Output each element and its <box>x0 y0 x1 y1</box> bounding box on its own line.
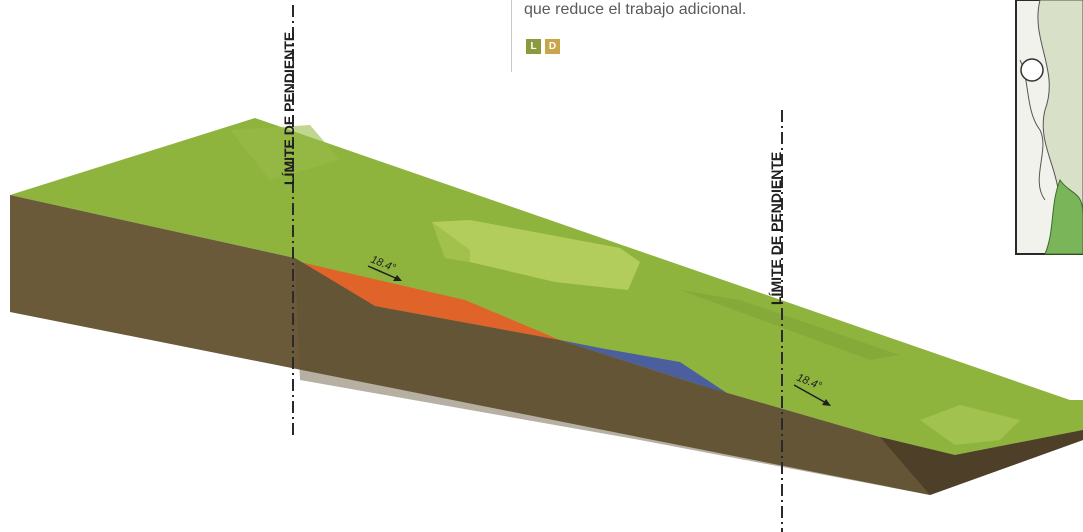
caption-text: que reduce el trabajo adicional. <box>524 1 747 18</box>
soil-side-face <box>10 195 1083 495</box>
angle-arrow-left <box>367 265 401 281</box>
caption-divider <box>511 0 512 72</box>
boundary-label-right: LÍMITE DE PENDIENTE <box>768 152 784 305</box>
angle-arrow-right <box>793 384 829 405</box>
badge-l[interactable]: L <box>526 39 541 54</box>
map-thumbnail <box>1015 0 1083 255</box>
terrain-top-surface <box>10 118 1083 455</box>
surface-facet <box>920 405 1020 445</box>
soil-front-edge <box>880 430 1083 495</box>
arrowhead-icon <box>393 275 402 281</box>
cut-wedge-orange <box>300 262 560 340</box>
soil-side-shade <box>295 258 930 495</box>
platform-shade <box>432 222 470 262</box>
surface-facet <box>680 290 900 360</box>
badge-d[interactable]: D <box>545 39 560 54</box>
raised-platform <box>432 220 640 290</box>
boundary-label-left: LÍMITE DE PENDIENTE <box>281 32 297 185</box>
surface-facet <box>230 125 340 180</box>
arrowhead-icon <box>822 399 831 406</box>
